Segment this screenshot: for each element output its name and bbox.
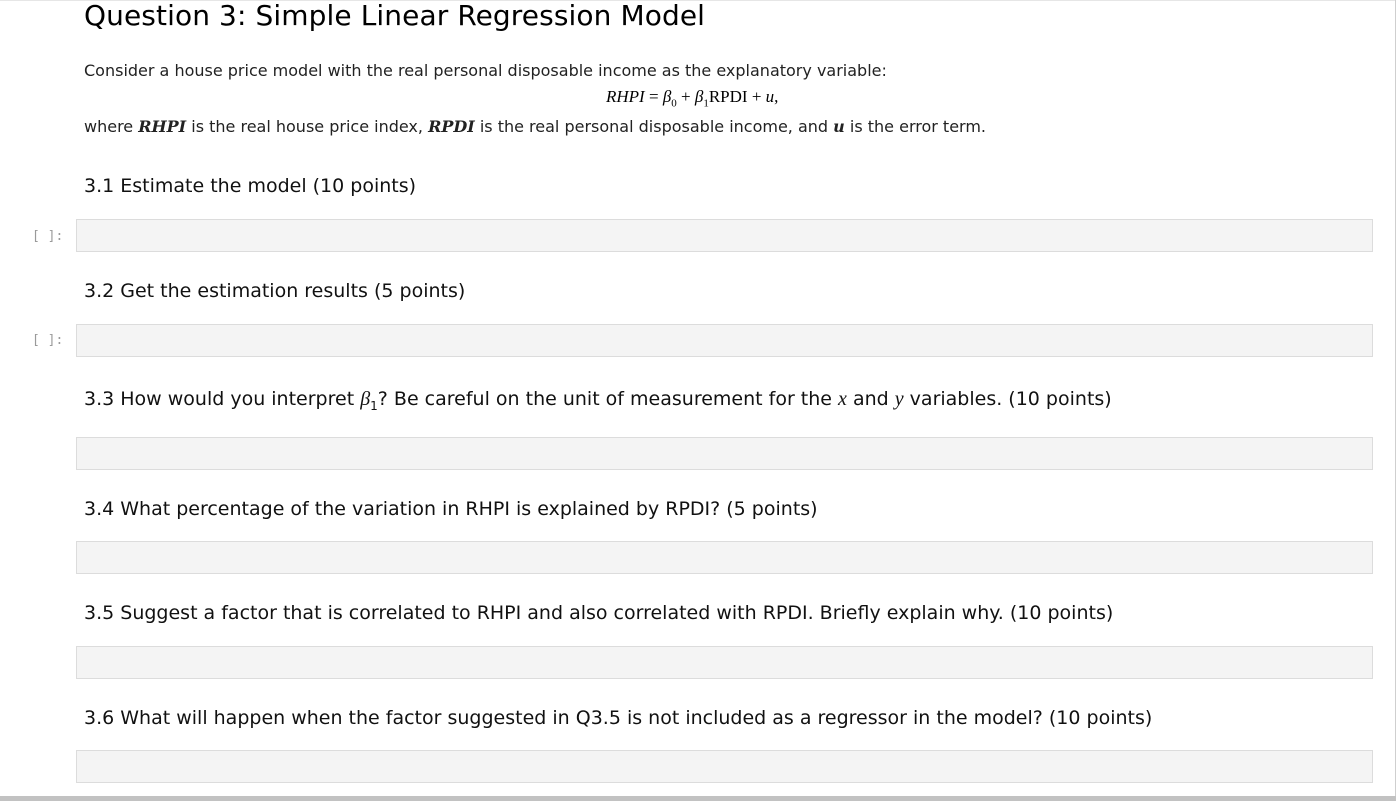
s3-y: y [894,388,904,410]
cell-prompt-1: [ ]: [32,229,64,244]
s3-text-b: ? Be careful on the unit of measurement … [377,388,839,410]
s3-x: x [838,388,847,410]
equation-plus-2: + [747,87,766,106]
equation-error: u [765,87,775,106]
where-rpdi: RPDI [428,117,475,136]
s3-beta: β [360,388,371,410]
section-3-6-heading: 3.6 What will happen when the factor sug… [84,707,1153,729]
section-3-4-heading: 3.4 What percentage of the variation in … [84,498,818,520]
code-cell-2[interactable] [76,324,1373,357]
section-3-1-heading: 3.1 Estimate the model (10 points) [84,175,417,197]
equation-end: , [774,87,779,106]
window-top-border [0,0,1396,1]
s3-text-c: and [846,388,895,410]
where-line: where RHPI is the real house price index… [84,117,986,136]
section-3-2-heading: 3.2 Get the estimation results (5 points… [84,280,466,302]
cell-prompt-2: [ ]: [32,333,64,348]
equation-variable: RPDI [708,87,748,106]
s3-text-a: 3.3 How would you interpret [84,388,361,410]
answer-cell-4[interactable] [76,541,1373,574]
equation-beta1: β [694,87,704,106]
equation-beta1-sub: 1 [703,97,709,110]
equation-equals: = [644,87,663,106]
s3-beta-sub: 1 [370,398,378,413]
section-3-3-heading: 3.3 How would you interpret β1? Be caref… [84,388,1112,413]
where-text-2: is the real house price index, [186,117,429,136]
where-u: u [833,117,845,136]
where-text-3: is the real personal disposable income, … [474,117,834,136]
where-text-4: is the error term. [844,117,986,136]
page-title: Question 3: Simple Linear Regression Mod… [84,0,706,32]
equation-beta0-sub: 0 [671,97,677,110]
equation-beta0: β [662,87,672,106]
code-cell-1[interactable] [76,219,1373,252]
model-equation: RHPI = β0 + β1RPDI + u, [606,87,778,109]
horizontal-scrollbar[interactable] [0,796,1396,801]
answer-cell-6[interactable] [76,750,1373,783]
answer-cell-3[interactable] [76,437,1373,470]
equation-lhs: RHPI [606,87,645,106]
answer-cell-5[interactable] [76,646,1373,679]
intro-text: Consider a house price model with the re… [84,61,887,80]
where-rhpi: RHPI [138,117,187,136]
equation-plus-1: + [676,87,695,106]
section-3-5-heading: 3.5 Suggest a factor that is correlated … [84,602,1114,624]
where-text-1: where [84,117,139,136]
s3-text-d: variables. (10 points) [903,388,1112,410]
